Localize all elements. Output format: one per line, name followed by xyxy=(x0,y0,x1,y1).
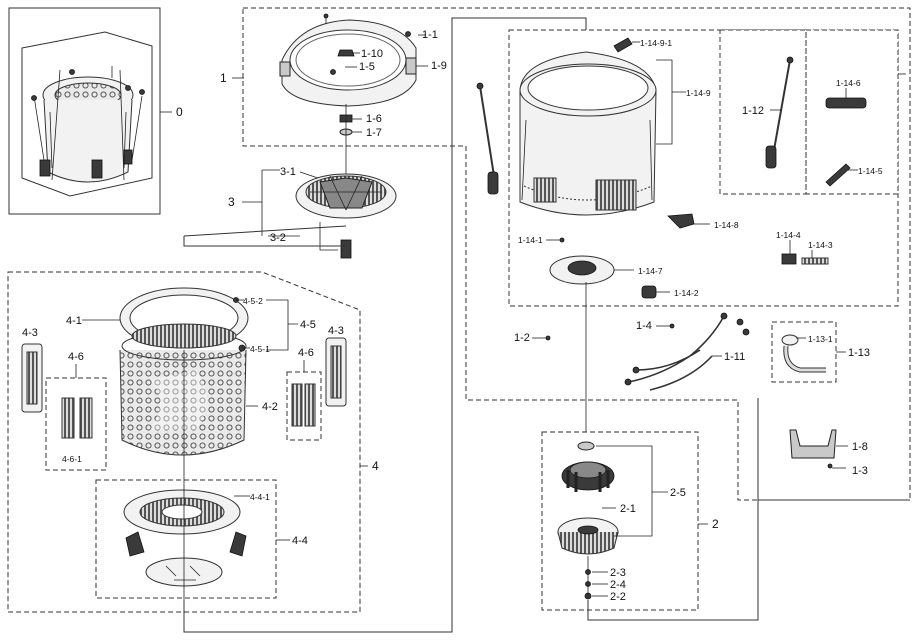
spin-basket xyxy=(119,287,249,456)
tub-sensor-rod xyxy=(825,163,851,187)
label-1-2: 1-2 xyxy=(514,332,530,344)
bracket xyxy=(667,213,695,229)
label-1-6: 1-6 xyxy=(366,113,382,125)
screw-1-4 xyxy=(669,323,675,329)
sensor xyxy=(781,253,797,265)
label-4-1: 4-1 xyxy=(66,315,82,327)
label-1-10: 1-10 xyxy=(361,48,383,60)
label-4-5-1: 4-5-1 xyxy=(250,344,270,354)
label-1-5: 1-5 xyxy=(359,61,375,73)
label-4-2: 4-2 xyxy=(262,401,278,413)
label-1-14-6: 1-14-6 xyxy=(836,78,861,88)
label-1-14-8: 1-14-8 xyxy=(714,220,739,230)
label-1-7: 1-7 xyxy=(366,127,382,139)
label-1-13-1: 1-13-1 xyxy=(808,334,833,344)
group-1-frame xyxy=(242,7,911,501)
motor-bracket xyxy=(789,429,837,459)
screw xyxy=(559,237,565,243)
outer-tub xyxy=(519,37,657,216)
label-1-14-9: 1-14-9 xyxy=(686,88,711,98)
base-group-frame xyxy=(95,479,277,599)
label-1-12: 1-12 xyxy=(742,105,764,117)
label-2: 2 xyxy=(712,517,719,531)
label-2-5: 2-5 xyxy=(670,487,686,499)
label-3-2: 3-2 xyxy=(270,232,286,244)
outer-tub-frame xyxy=(508,29,899,307)
cabinet-outline xyxy=(21,31,153,197)
motor-stator xyxy=(561,441,615,492)
pulsator xyxy=(295,173,397,219)
motor-rotor xyxy=(557,517,619,555)
heater-bracket xyxy=(801,257,829,265)
screw-1-2 xyxy=(545,335,551,341)
label-1-14-5: 1-14-5 xyxy=(858,166,883,176)
label-1-14-1: 1-14-1 xyxy=(518,235,543,245)
group-4-frame xyxy=(7,271,361,613)
label-0: 0 xyxy=(176,105,183,119)
label-2-1: 2-1 xyxy=(620,503,636,515)
label-1-14-4: 1-14-4 xyxy=(776,230,801,240)
label-4-5-2: 4-5-2 xyxy=(243,296,263,306)
drain-hose xyxy=(781,334,826,373)
label-1-9: 1-9 xyxy=(431,60,447,72)
suspension-rod-left xyxy=(476,82,499,195)
label-1-14-2: 1-14-2 xyxy=(674,288,699,298)
suspension-box xyxy=(719,29,807,195)
label-1-14-7: 1-14-7 xyxy=(638,266,663,276)
label-1-4: 1-4 xyxy=(636,320,652,332)
top-cover xyxy=(279,13,417,107)
label-1-14-9-1: 1-14-9-1 xyxy=(640,38,672,48)
lint-filter-right xyxy=(291,383,303,427)
hose xyxy=(825,97,867,109)
wire-harness xyxy=(624,312,750,391)
suspension-rod-right xyxy=(765,56,794,169)
label-3-1: 3-1 xyxy=(280,166,296,178)
group-2-frame xyxy=(541,431,699,611)
label-4-3-right: 4-3 xyxy=(328,325,344,337)
label-1-1: 1-1 xyxy=(422,29,438,41)
clamp xyxy=(641,285,657,299)
label-1-14-3: 1-14-3 xyxy=(808,240,833,250)
filter-box-left xyxy=(45,377,107,471)
label-1-11: 1-11 xyxy=(724,351,745,363)
label-1-8: 1-8 xyxy=(852,441,868,453)
assembly-overview xyxy=(8,7,161,215)
label-4: 4 xyxy=(372,459,379,473)
label-4-6-left: 4-6 xyxy=(68,351,84,363)
label-2-3: 2-3 xyxy=(610,567,626,579)
lint-filter-left xyxy=(61,397,75,439)
label-2-2: 2-2 xyxy=(610,591,626,603)
label-1-3: 1-3 xyxy=(852,465,868,477)
assembly-frame xyxy=(8,7,161,215)
label-1: 1 xyxy=(220,71,227,85)
drive-coupling xyxy=(340,239,352,259)
label-3: 3 xyxy=(228,195,235,209)
label-4-3-left: 4-3 xyxy=(22,327,38,339)
tub-cover-clip xyxy=(613,37,633,53)
label-4-6-right: 4-6 xyxy=(298,347,314,359)
label-1-13: 1-13 xyxy=(848,347,870,359)
label-2-4: 2-4 xyxy=(610,579,626,591)
basket-base xyxy=(123,489,247,587)
label-4-4-1: 4-4-1 xyxy=(250,492,270,502)
label-4-6-1: 4-6-1 xyxy=(62,454,82,464)
drain-hose-box xyxy=(771,321,837,383)
label-4-5: 4-5 xyxy=(300,319,316,331)
label-4-4: 4-4 xyxy=(292,535,308,547)
